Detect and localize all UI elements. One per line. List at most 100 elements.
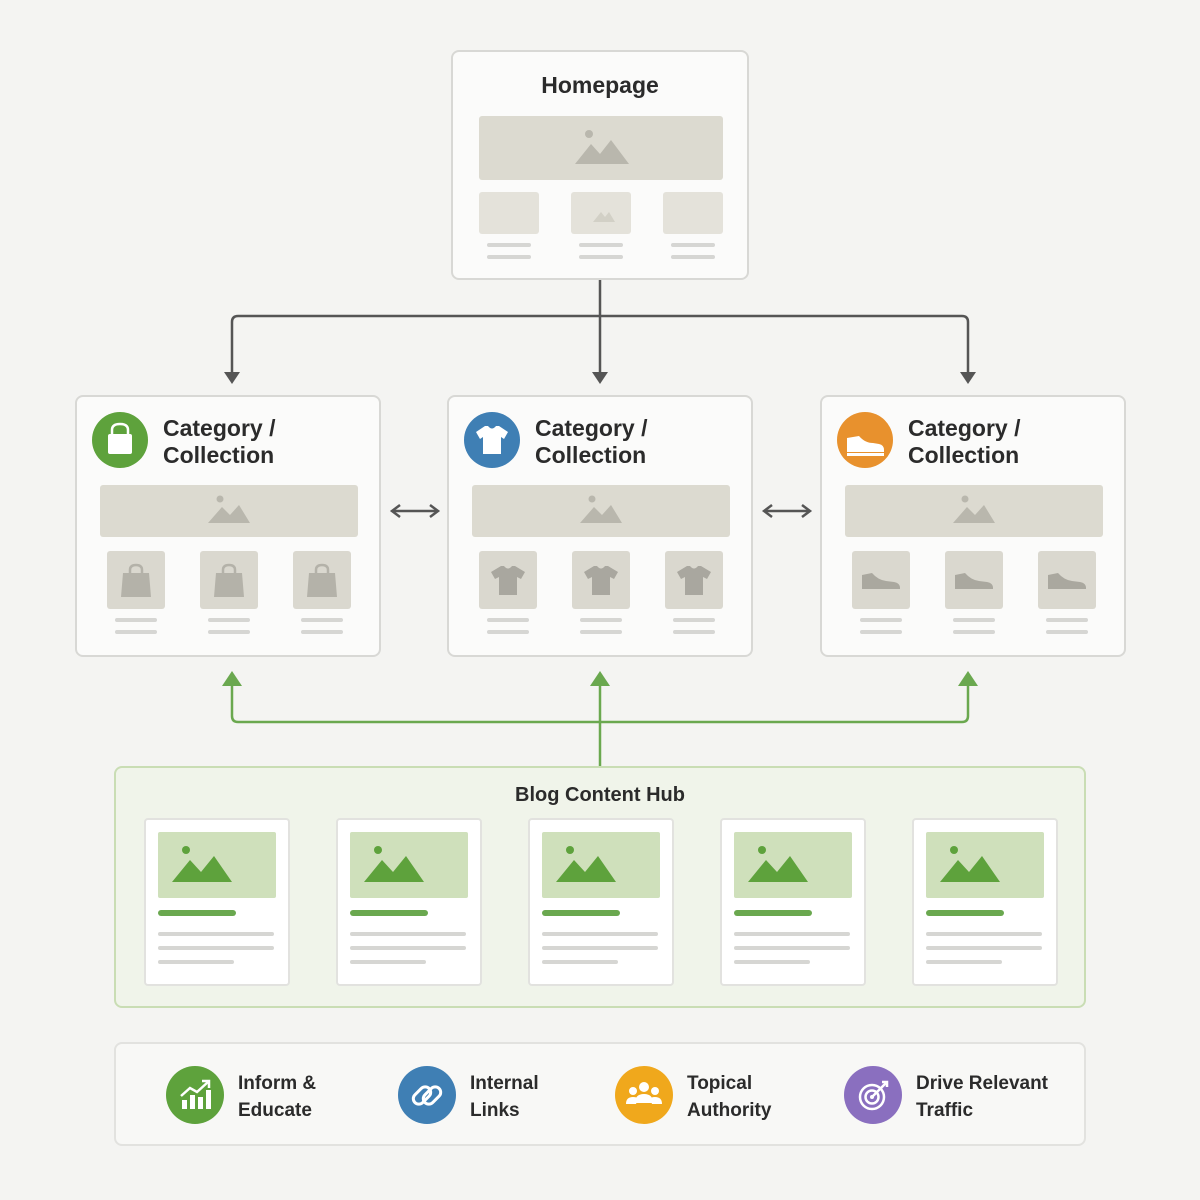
text-line <box>580 630 622 634</box>
shopping-bag-icon <box>307 563 337 597</box>
post-title-bar <box>926 910 1004 916</box>
image-icon <box>556 846 616 882</box>
legend-item-internal-links: Internal Links <box>398 1066 578 1126</box>
green-arrowheads <box>222 671 978 686</box>
blog-post-card <box>720 818 866 986</box>
text-line <box>734 946 850 950</box>
legend-label: Inform & Educate <box>238 1073 317 1121</box>
feature-tile <box>663 192 723 234</box>
image-icon <box>593 212 615 222</box>
image-icon <box>940 846 1000 882</box>
tshirt-icon <box>677 566 711 595</box>
post-image <box>350 832 468 898</box>
text-line <box>542 946 658 950</box>
text-line <box>542 932 658 936</box>
text-line <box>301 618 343 622</box>
image-icon <box>172 846 232 882</box>
text-line <box>1046 630 1088 634</box>
post-title-bar <box>542 910 620 916</box>
text-line <box>487 255 531 259</box>
feature-tile <box>571 192 631 234</box>
product-thumb <box>479 551 537 609</box>
people-group-icon <box>615 1066 673 1124</box>
homepage-card: Homepage <box>451 50 749 280</box>
shopping-bag-icon <box>121 563 151 597</box>
text-line <box>671 243 715 247</box>
text-line <box>301 630 343 634</box>
product-thumb <box>200 551 258 609</box>
homepage-title: Homepage <box>541 72 659 98</box>
text-line <box>926 946 1042 950</box>
text-line <box>1046 618 1088 622</box>
target-icon <box>844 1066 902 1124</box>
shoe-icon <box>837 412 893 468</box>
post-image <box>158 832 276 898</box>
post-title-bar <box>158 910 236 916</box>
category-card-shoes: Category / Collection <box>820 395 1126 657</box>
text-line <box>953 630 995 634</box>
text-line <box>115 630 157 634</box>
text-line <box>208 630 250 634</box>
image-icon <box>575 130 629 164</box>
lateral-double-arrows <box>389 504 813 518</box>
product-thumb <box>665 551 723 609</box>
shoe-icon <box>955 573 993 589</box>
post-title-bar <box>350 910 428 916</box>
banner-image-placeholder <box>472 485 730 537</box>
text-line <box>580 618 622 622</box>
category-title: Category / Collection <box>908 415 1021 468</box>
category-title: Category / Collection <box>163 415 276 468</box>
post-image <box>542 832 660 898</box>
text-line <box>350 932 466 936</box>
hero-image-placeholder <box>479 116 723 180</box>
text-line <box>208 618 250 622</box>
image-icon <box>748 846 808 882</box>
text-line <box>350 946 466 950</box>
text-line <box>579 255 623 259</box>
text-line <box>926 932 1042 936</box>
image-icon <box>953 495 995 523</box>
image-icon <box>364 846 424 882</box>
tshirt-icon <box>464 412 520 468</box>
blog-content-hub: Blog Content Hub <box>114 766 1086 1008</box>
product-thumb <box>852 551 910 609</box>
legend-label: Drive Relevant Traffic <box>916 1073 1049 1121</box>
growth-chart-icon <box>166 1066 224 1124</box>
shoe-icon <box>862 573 900 589</box>
text-line <box>579 243 623 247</box>
legend-item-inform-educate: Inform & Educate <box>166 1066 366 1126</box>
text-line <box>487 243 531 247</box>
category-card-bags: Category / Collection <box>75 395 381 657</box>
legend-label: Internal Links <box>470 1073 539 1121</box>
gray-arrowheads <box>224 372 976 384</box>
category-card-apparel: Category / Collection <box>447 395 753 657</box>
benefits-legend: Inform & Educate Internal Links <box>114 1042 1086 1146</box>
feature-tile <box>479 192 539 234</box>
text-line <box>926 960 1002 964</box>
post-image <box>734 832 852 898</box>
shopping-bag-icon <box>214 563 244 597</box>
blog-post-card <box>144 818 290 986</box>
hub-to-category-connectors <box>230 686 970 766</box>
text-line <box>671 255 715 259</box>
blog-post-card <box>912 818 1058 986</box>
image-icon <box>580 495 622 523</box>
legend-label: Topical Authority <box>687 1073 772 1121</box>
link-icon <box>398 1066 456 1124</box>
text-line <box>860 618 902 622</box>
hub-title: Blog Content Hub <box>515 784 685 806</box>
text-line <box>158 932 274 936</box>
text-line <box>860 630 902 634</box>
blog-post-card <box>528 818 674 986</box>
text-line <box>350 960 426 964</box>
legend-item-topical-authority: Topical Authority <box>615 1066 805 1126</box>
text-line <box>115 618 157 622</box>
text-line <box>734 932 850 936</box>
image-icon <box>208 495 250 523</box>
product-thumb <box>572 551 630 609</box>
text-line <box>487 618 529 622</box>
category-title: Category / Collection <box>535 415 648 468</box>
product-thumb <box>1038 551 1096 609</box>
tshirt-icon <box>584 566 618 595</box>
